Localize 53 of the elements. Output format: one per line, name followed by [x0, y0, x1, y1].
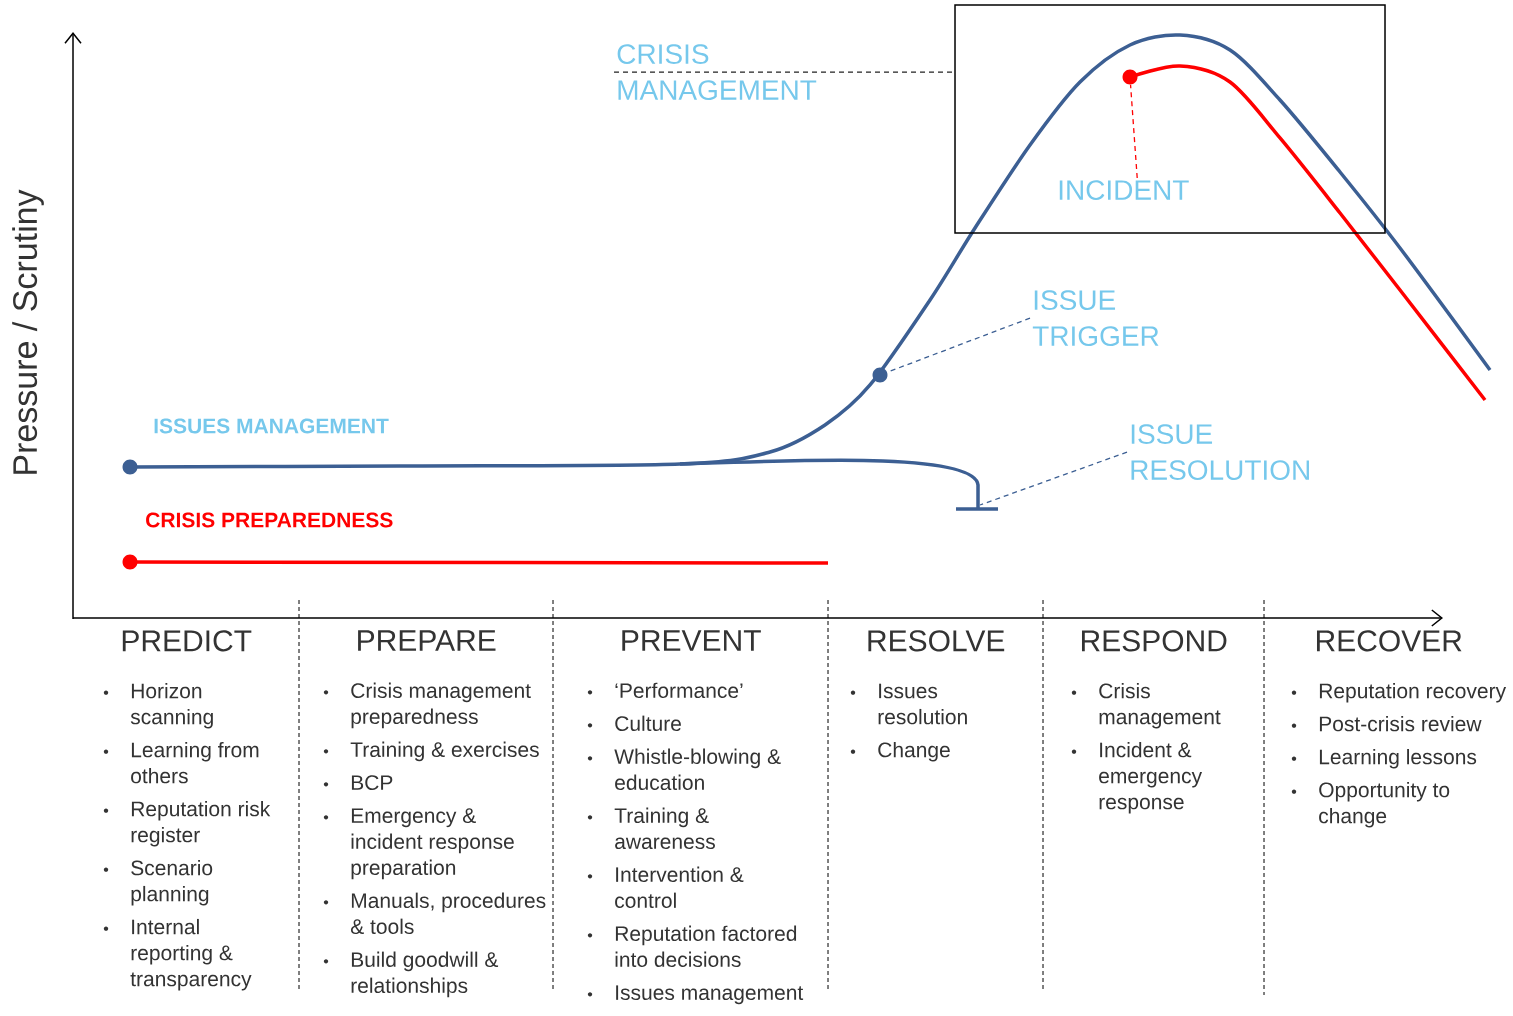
callout-text: ISSUE RESOLUTION — [1131, 424, 1309, 480]
axis-label: Pressure / Scrutiny — [12, 189, 44, 474]
node-label: Crisis management preparedness — [351, 682, 531, 729]
node-label: Training & awareness — [614, 807, 715, 850]
node-label: Reputation risk register — [131, 800, 271, 847]
node-label: RESOLVE — [868, 630, 1005, 652]
node-label: ‘Performance’ — [615, 682, 743, 699]
phase-column: RESOLVE Issues resolution Change — [850, 630, 1005, 762]
curve-label: ISSUES MANAGEMENT — [154, 418, 389, 434]
point-dot — [122, 459, 138, 475]
node-label: Learning lessons — [1319, 748, 1477, 769]
node-label: RECOVER — [1316, 630, 1462, 652]
node-label: Crisis management — [1099, 682, 1221, 729]
node-label: Issues management — [616, 985, 804, 1005]
point-dot — [122, 554, 138, 570]
leader-line — [1129, 84, 1138, 179]
point-dot — [1122, 69, 1138, 85]
node-label: RESPOND — [1081, 630, 1227, 652]
node-label: Intervention & control — [615, 866, 744, 909]
frame-box — [954, 4, 1386, 234]
node-label: Incident & emergency response — [1099, 741, 1203, 814]
node-label: PREDICT — [122, 630, 252, 652]
node-label: Change — [878, 741, 950, 762]
node-label: Learning from others — [131, 741, 259, 784]
callout-text: CRISIS MANAGEMENT — [617, 44, 817, 100]
phase-column: PREVENT ‘Performance’ Culture Whistle-blowing & education Training & awareness Intervention & control Reputation factored into decisions Issues management — [587, 630, 804, 1005]
node-label: Reputation recovery — [1319, 682, 1507, 703]
node-label: PREPARE — [358, 630, 496, 651]
node-label: Opportunity to change — [1319, 781, 1450, 828]
point-dot — [872, 367, 888, 383]
callout-text: ISSUE TRIGGER — [1032, 290, 1159, 346]
node-label: Build goodwill & relationships — [351, 951, 499, 998]
node-label: Horizon scanning — [130, 682, 213, 729]
node-label: PREVENT — [622, 630, 761, 651]
node-label: Whistle-blowing & education — [614, 748, 781, 791]
curve-label: CRISIS PREPAREDNESS — [146, 512, 393, 528]
node-label: Training & exercises — [350, 741, 539, 762]
phase-column: PREPARE Crisis management preparedness Training & exercises BCP Emergency & incident response preparation Manuals, procedures & tools Build goodwill & relationships — [323, 630, 546, 998]
leader-line — [979, 451, 1128, 506]
node-label: Post-crisis review — [1319, 715, 1482, 732]
phase-column: RECOVER Reputation recovery Post-crisis review Learning lessons Opportunity to change — [1291, 630, 1507, 828]
node-label: Manuals, procedures & tools — [350, 892, 546, 935]
node-label: Culture — [615, 715, 681, 732]
callout-text: INCIDENT — [1059, 180, 1189, 200]
node-label: Scenario planning — [131, 859, 213, 906]
phase-column: RESPOND Crisis management Incident & emergency response — [1071, 630, 1227, 814]
node-label: Reputation factored into decisions — [615, 925, 797, 968]
node-label: Internal reporting & transparency — [130, 918, 252, 991]
leader-line — [613, 71, 955, 73]
node-label: Issues resolution — [878, 683, 967, 725]
node-label: Emergency & incident response preparation — [351, 808, 514, 880]
node-label: BCP — [351, 775, 393, 791]
phase-column: PREDICT Horizon scanning Learning from others Reputation risk register Scenario planning Internal reporting & transparency — [103, 630, 271, 991]
